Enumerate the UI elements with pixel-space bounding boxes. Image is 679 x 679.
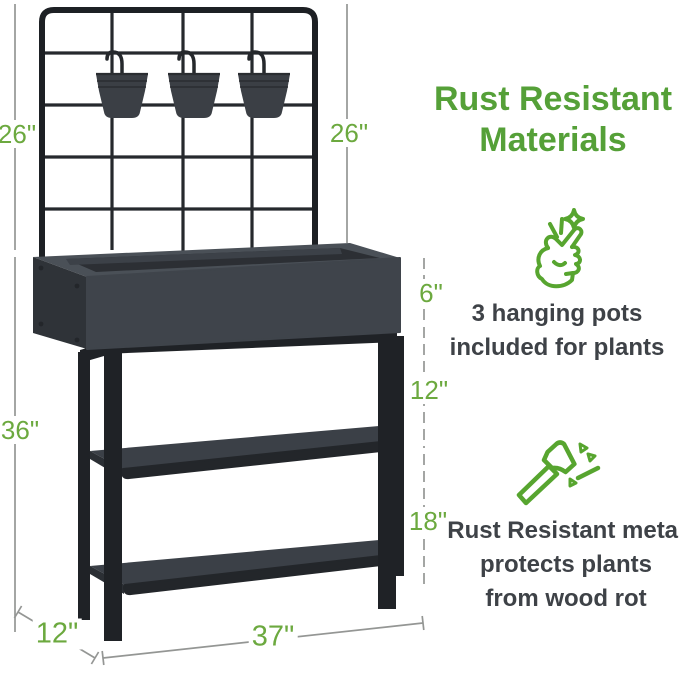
dim-label-trellis-right: 26" — [326, 119, 372, 147]
planter-box — [33, 243, 401, 350]
dim-label-trellis-left: 26" — [0, 120, 40, 148]
headline-line-2: Materials — [479, 121, 627, 159]
headline: Rust Resistant Materials — [434, 79, 672, 161]
middle-shelf — [90, 424, 402, 480]
hanging-pot — [166, 50, 222, 120]
legs — [78, 336, 404, 641]
feature-rust-resistant-line-1: Rust Resistant metal — [447, 517, 679, 544]
dim-label-base-width: 37" — [248, 621, 298, 653]
feature-rust-resistant-line-2: protects plants — [479, 551, 653, 578]
feature-hanging-pots-line-2: included for plants — [449, 334, 665, 361]
hanging-pot — [236, 50, 292, 120]
dim-label-shelf-gap: 18" — [405, 507, 451, 535]
snap-fingers-sparkle-icon — [535, 208, 585, 289]
feature-rust-resistant: Rust Resistant metal protects plants fro… — [447, 514, 679, 616]
dim-label-stand-height: 36" — [0, 416, 43, 444]
bottom-shelf — [90, 538, 402, 596]
dim-label-planter-depth: 6" — [416, 279, 446, 307]
feature-rust-resistant-line-3: from wood rot — [485, 585, 647, 612]
headline-line-1: Rust Resistant — [433, 80, 673, 118]
dim-label-planter-to-shelf: 12" — [406, 376, 452, 404]
hammer-nail-icon — [516, 440, 601, 506]
feature-hanging-pots-line-1: 3 hanging pots — [471, 300, 643, 327]
hanging-pot — [94, 50, 150, 120]
feature-hanging-pots: 3 hanging pots included for plants — [450, 297, 665, 365]
hanging-pots — [94, 50, 292, 120]
dim-label-base-depth: 12" — [32, 618, 82, 650]
trellis-grid — [39, 7, 318, 258]
stand-frame — [78, 329, 404, 641]
